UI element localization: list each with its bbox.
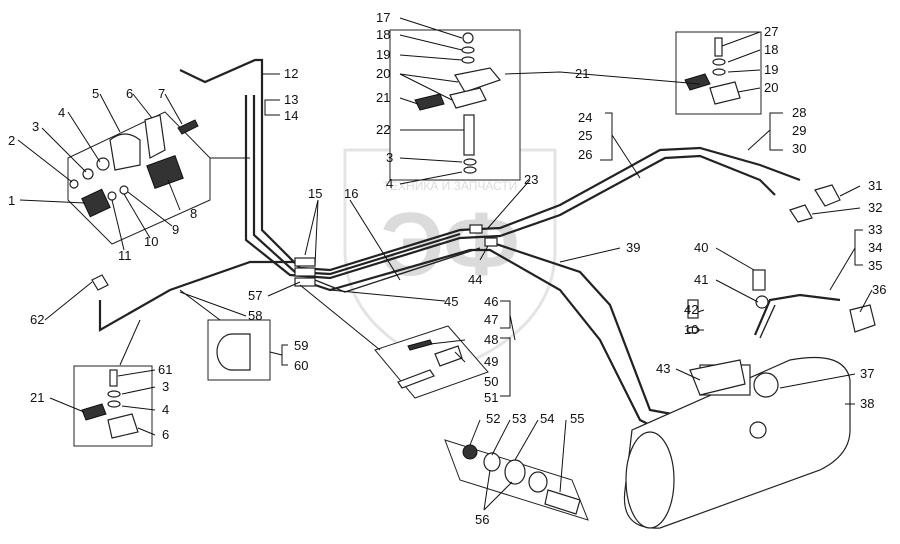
callout-31: 31 (868, 178, 882, 193)
callout-7: 7 (158, 86, 165, 101)
callout-59: 59 (294, 338, 308, 353)
small-parts (91, 184, 876, 334)
callout-47: 47 (484, 312, 498, 327)
callout-25: 25 (578, 128, 592, 143)
callout-4c: 4 (162, 402, 169, 417)
callout-53: 53 (512, 411, 526, 426)
callout-32: 32 (868, 200, 882, 215)
callout-58: 58 (248, 308, 262, 323)
leader-lines (17, 17, 873, 511)
callout-56: 56 (475, 512, 489, 527)
callout-60: 60 (294, 358, 308, 373)
callout-21b: 21 (575, 66, 589, 81)
callout-34: 34 (868, 240, 882, 255)
callout-62: 62 (30, 312, 44, 327)
callout-21c: 21 (30, 390, 44, 405)
callout-30: 30 (792, 141, 806, 156)
callout-41: 41 (694, 272, 708, 287)
callout-61: 61 (158, 362, 172, 377)
callout-28: 28 (792, 105, 806, 120)
callout-29: 29 (792, 123, 806, 138)
callout-3b: 3 (386, 150, 393, 165)
callout-18a: 18 (376, 27, 390, 42)
callout-27: 27 (764, 24, 778, 39)
callout-54: 54 (540, 411, 554, 426)
callout-42: 42 (684, 302, 698, 317)
callout-16: 16 (344, 186, 358, 201)
detail-group-52-56 (444, 439, 589, 521)
callout-21a: 21 (376, 90, 390, 105)
callout-48: 48 (484, 332, 498, 347)
callout-50: 50 (484, 374, 498, 389)
pipe-network (98, 58, 841, 432)
callout-6b: 6 (162, 427, 169, 442)
detail-group-61-6 (73, 365, 153, 447)
callout-15: 15 (308, 186, 322, 201)
callout-4b: 4 (386, 176, 393, 191)
callout-33: 33 (868, 222, 882, 237)
callout-11: 11 (118, 248, 132, 263)
callout-1: 1 (8, 193, 15, 208)
callout-38: 38 (860, 396, 874, 411)
callout-51: 51 (484, 390, 498, 405)
callout-20a: 20 (376, 66, 390, 81)
watermark-text: ТЕХНИКА И ЗАПЧАСТИ (383, 179, 518, 193)
watermark: ЭФ ТЕХНИКА И ЗАПЧАСТИ (343, 148, 557, 372)
callout-2: 2 (8, 133, 15, 148)
detail-group-27-20 (675, 31, 762, 115)
callout-10b: 10 (684, 322, 698, 337)
callout-40: 40 (694, 240, 708, 255)
callout-4: 4 (58, 105, 65, 120)
callout-46: 46 (484, 294, 498, 309)
callout-44: 44 (468, 272, 482, 287)
callout-labels: 1 2 3 4 5 6 7 8 9 10 11 12 13 14 15 16 1… (8, 10, 886, 527)
detail-group-59-60 (207, 319, 271, 381)
callout-37: 37 (860, 366, 874, 381)
callout-3c: 3 (162, 379, 169, 394)
callout-57: 57 (248, 288, 262, 303)
callout-39: 39 (626, 240, 640, 255)
callout-5: 5 (92, 86, 99, 101)
callout-26: 26 (578, 147, 592, 162)
callout-6: 6 (126, 86, 133, 101)
callout-8: 8 (190, 206, 197, 221)
callout-18b: 18 (764, 42, 778, 57)
callout-22: 22 (376, 122, 390, 137)
callout-43: 43 (656, 361, 670, 376)
callout-24: 24 (578, 110, 592, 125)
callout-23: 23 (524, 172, 538, 187)
callout-13: 13 (284, 92, 298, 107)
detail-group-1-11 (67, 111, 250, 245)
callout-49: 49 (484, 354, 498, 369)
callout-19b: 19 (764, 62, 778, 77)
callout-52: 52 (486, 411, 500, 426)
callout-20b: 20 (764, 80, 778, 95)
callout-35: 35 (868, 258, 882, 273)
callout-36: 36 (872, 282, 886, 297)
callout-3: 3 (32, 119, 39, 134)
bracket-43 (689, 359, 746, 396)
callout-45: 45 (444, 294, 458, 309)
callout-12: 12 (284, 66, 298, 81)
callout-10: 10 (144, 234, 158, 249)
callout-17: 17 (376, 10, 390, 25)
detail-group-17-22 (389, 29, 521, 181)
detail-group-48-51 (374, 325, 489, 399)
callout-55: 55 (570, 411, 584, 426)
callout-9: 9 (172, 222, 179, 237)
callout-14: 14 (284, 108, 298, 123)
callout-19a: 19 (376, 47, 390, 62)
